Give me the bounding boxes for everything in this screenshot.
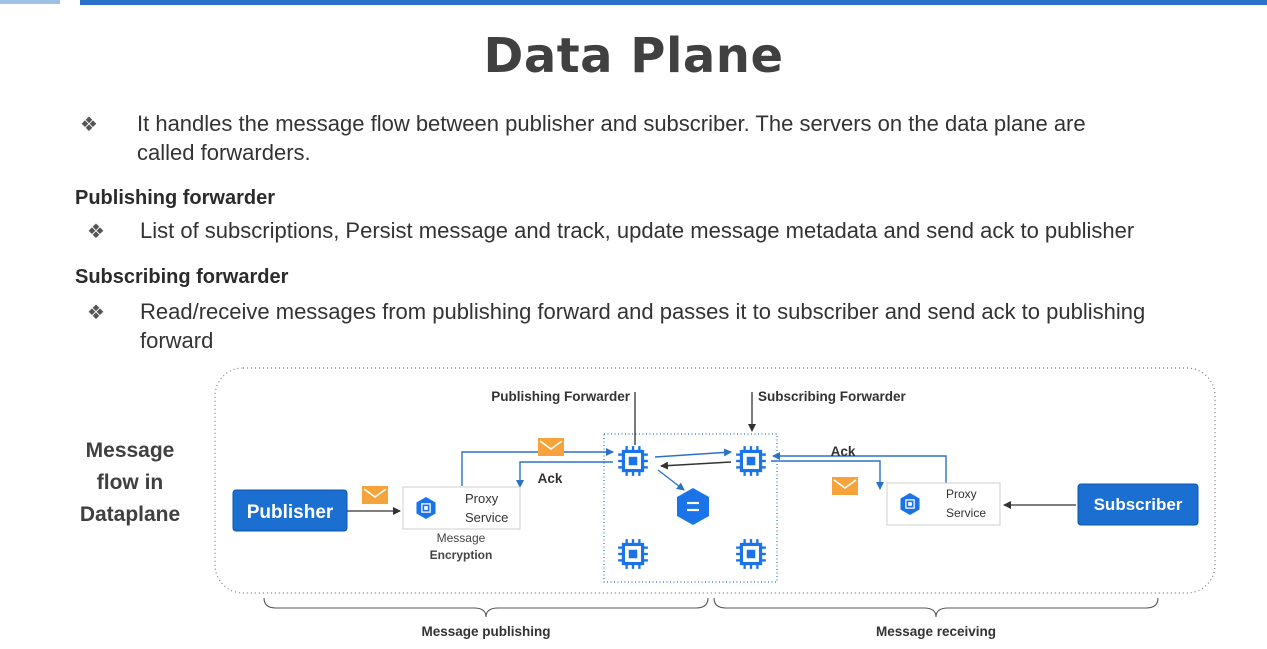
flow-container	[214, 367, 1216, 594]
forward-arrow	[654, 448, 732, 458]
publishing-forwarder-heading: Publishing forwarder	[75, 187, 276, 209]
subscribing-forwarder-text-2: forward	[140, 328, 214, 353]
envelope-icon	[362, 486, 388, 504]
forwarder-chip-icon	[616, 537, 650, 571]
publishing-forwarder-text: List of subscriptions, Persist message a…	[140, 218, 1135, 243]
envelope-icon	[832, 477, 858, 495]
ack-label-left: Ack	[538, 471, 563, 486]
persist-arrow	[657, 469, 685, 491]
forwarder-cluster	[603, 433, 778, 583]
proxy-left-line-1: Proxy	[465, 491, 499, 506]
publisher-label: Publisher	[247, 502, 334, 523]
diamond-bullet-icon: ❖	[80, 112, 98, 136]
diamond-bullet-icon: ❖	[87, 219, 105, 243]
proxy-left-line-2: Service	[465, 510, 508, 525]
ack-back-arrow	[660, 461, 732, 470]
side-label-line-3: Dataplane	[79, 503, 181, 526]
ack-to-proxy-arrow	[516, 461, 613, 488]
subscribing-forwarder-heading: Subscribing forwarder	[75, 266, 289, 288]
intro-line-2: called forwarders.	[137, 140, 311, 165]
deliver-arrow	[771, 460, 884, 490]
envelope-icon	[538, 438, 564, 456]
publishing-forwarder-chip-icon	[616, 444, 650, 478]
ack-label-right: Ack	[831, 444, 856, 459]
forwarder-chip-icon	[734, 537, 768, 571]
subscriber-node	[1077, 483, 1199, 526]
subscribing-forwarder-chip-icon	[734, 444, 768, 478]
subscribing-forwarder-label: Subscribing Forwarder	[758, 389, 907, 404]
storage-hex-icon	[677, 488, 709, 525]
top-accent-bar	[80, 0, 1267, 5]
side-label-line-1: Message	[85, 439, 175, 462]
diamond-bullet-icon: ❖	[87, 300, 105, 324]
ack-to-forwarder-arrow	[772, 452, 947, 489]
publishing-forwarder-label: Publishing Forwarder	[491, 389, 631, 404]
encryption-line-2: Encryption	[430, 548, 493, 562]
proxy-right-line-2: Service	[946, 506, 986, 520]
top-corner-accent	[0, 0, 60, 4]
message-flow-label: Message flow in Dataplane	[60, 435, 200, 531]
phase-receiving-label: Message receiving	[876, 624, 996, 639]
publishing-brace	[263, 597, 709, 618]
page-title: Data Plane	[483, 28, 784, 84]
encryption-line-1: Message	[437, 531, 486, 545]
phase-publishing-label: Message publishing	[421, 624, 550, 639]
side-label-line-2: flow in	[96, 471, 164, 494]
receiving-brace	[713, 597, 1159, 618]
subscriber-label: Subscriber	[1094, 495, 1183, 514]
subscribing-forwarder-text-1: Read/receive messages from publishing fo…	[140, 299, 1146, 324]
intro-line-1: It handles the message flow between publ…	[137, 111, 1086, 136]
proxy-right-line-1: Proxy	[946, 487, 977, 501]
